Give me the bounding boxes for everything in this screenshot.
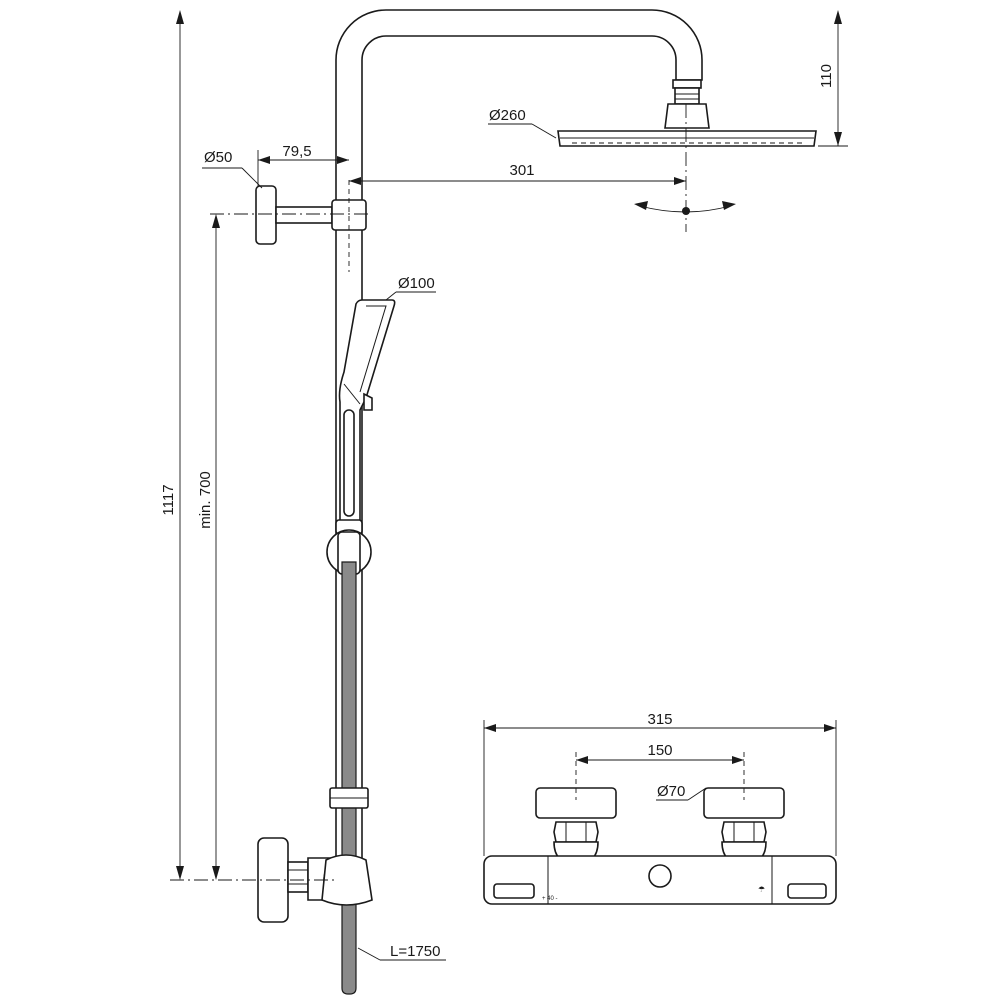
dim-label-handshower-diameter: Ø100	[398, 275, 435, 292]
mixer-outlet	[648, 864, 672, 888]
dim-wall-offset: 79,5	[257, 143, 349, 186]
dim-label-head-drop: 110	[818, 64, 835, 88]
dim-arm-projection: 301	[349, 162, 686, 185]
dim-wall-flange: Ø50	[202, 149, 263, 189]
dim-label-overall-height: 1117	[160, 484, 177, 515]
dim-head-diameter: Ø260	[488, 107, 557, 139]
top-wall-bracket	[255, 185, 367, 245]
dim-mixer-centres: 150	[576, 742, 744, 764]
dim-label-head-diameter: Ø260	[489, 107, 526, 124]
dim-label-wall-offset: 79,5	[282, 143, 311, 160]
riser-pipe	[335, 9, 703, 881]
dim-mixer-width: 315	[483, 711, 837, 856]
dim-label-hose-length: L=1750	[390, 943, 440, 960]
dim-escutcheon-diameter: Ø70	[656, 783, 707, 801]
dim-label-mixer-width: 315	[647, 711, 672, 728]
dim-label-arm-projection: 301	[509, 162, 534, 179]
dim-hose-length: L=1750	[357, 943, 446, 961]
rotation-arrow-icon	[634, 201, 736, 215]
dim-label-wall-flange: Ø50	[204, 149, 232, 166]
dim-handshower-diameter: Ø100	[385, 275, 436, 301]
flow-symbol-icon: ☂	[758, 885, 765, 894]
dim-label-escutcheon-diameter: Ø70	[657, 783, 685, 800]
head-connector-nut	[674, 87, 700, 105]
overhead-shower-head	[557, 103, 817, 147]
dim-min-height: min. 700	[197, 214, 220, 880]
temperature-scale-icon: + 40 -	[542, 896, 558, 902]
dim-label-min-height: min. 700	[197, 471, 214, 529]
dim-label-mixer-centres: 150	[647, 742, 672, 759]
hose	[341, 561, 357, 995]
dim-overall-height: 1117	[160, 10, 334, 881]
head-connector-top	[672, 79, 702, 89]
mixer-front-view: + 40 - ☂	[483, 752, 837, 905]
left-handle-grip	[493, 883, 535, 899]
right-handle-grip	[787, 883, 827, 899]
dim-head-drop: 110	[818, 10, 848, 147]
